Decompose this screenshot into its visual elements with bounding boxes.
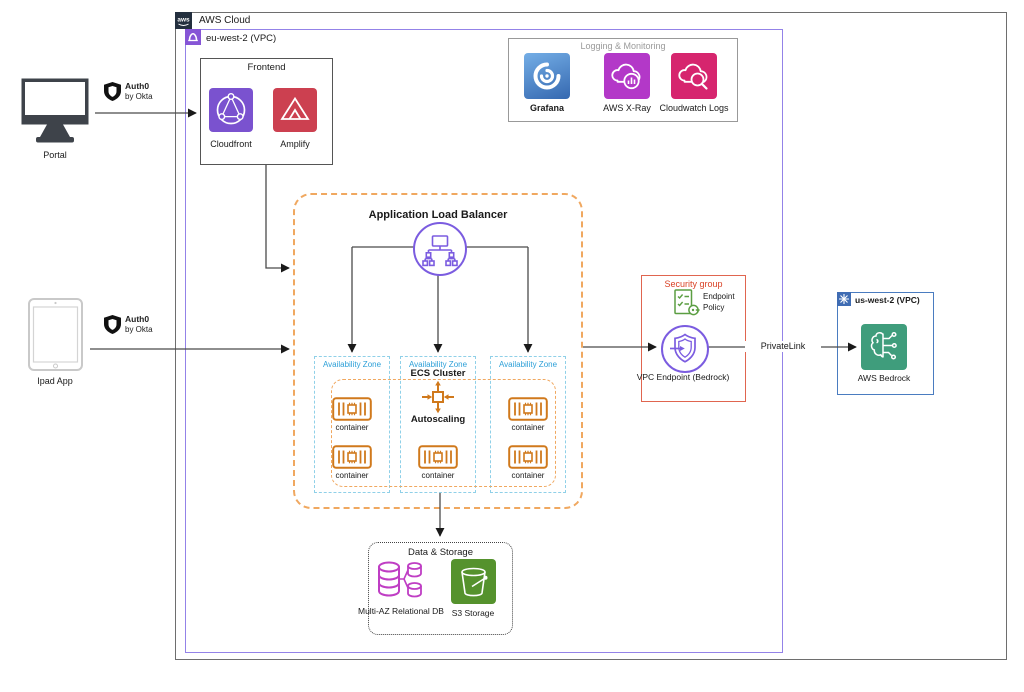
frontend-box <box>200 58 333 165</box>
autoscaling-icon <box>416 380 460 414</box>
az-label-2: Availability Zone <box>408 360 468 369</box>
ecs-cluster-box <box>331 379 556 487</box>
auth0-shield-icon <box>104 315 121 334</box>
cloudfront-icon <box>209 88 253 132</box>
database-icon <box>376 558 426 604</box>
container-label: container <box>335 471 369 480</box>
load-balancer-icon <box>413 222 467 276</box>
container-icon <box>418 445 458 469</box>
aws-logo-icon: aws <box>175 12 192 29</box>
alb-box <box>293 193 583 509</box>
s3-icon <box>451 559 496 604</box>
bedrock-icon <box>861 324 907 370</box>
container-icon <box>332 397 372 421</box>
vpc-us-box <box>837 292 934 395</box>
vpc-endpoint-icon <box>661 325 709 373</box>
ipad-label: Ipad App <box>37 376 73 386</box>
auth0-shield-icon <box>104 82 121 101</box>
logging-title: Logging & Monitoring <box>580 41 666 51</box>
container-icon <box>508 397 548 421</box>
xray-label: AWS X-Ray <box>603 103 651 113</box>
cloudwatch-logs-label: Cloudwatch Logs <box>659 103 729 113</box>
monitor-icon <box>20 77 90 145</box>
az-box-3 <box>490 356 566 493</box>
aws-logo-text: aws <box>177 17 190 24</box>
vpc-us-label: us-west-2 (VPC) <box>855 295 920 305</box>
security-group-title: Security group <box>664 279 723 289</box>
container-label: container <box>421 471 455 480</box>
security-group-box <box>641 275 746 402</box>
container-label: container <box>511 471 545 480</box>
az-box-2 <box>400 356 476 493</box>
vpc-endpoint-label: VPC Endpoint (Bedrock) <box>636 372 730 382</box>
az-label-3: Availability Zone <box>498 360 558 369</box>
az-label-1: Availability Zone <box>322 360 382 369</box>
cloudwatch-logs-icon <box>671 53 717 99</box>
auth0-byline: by Okta <box>125 324 153 334</box>
amplify-icon <box>273 88 317 132</box>
autoscaling-label: Autoscaling <box>410 414 466 425</box>
storage-box <box>368 542 513 635</box>
portal-label: Portal <box>43 150 67 160</box>
endpoint-policy-label: Endpoint Policy <box>703 292 735 312</box>
container-icon <box>332 445 372 469</box>
bedrock-label: AWS Bedrock <box>857 373 911 383</box>
endpoint-policy-icon <box>674 289 700 317</box>
grafana-label: Grafana <box>529 103 564 113</box>
xray-icon <box>604 53 650 99</box>
tablet-icon <box>28 298 83 371</box>
auth0-byline: by Okta <box>125 91 153 101</box>
database-label: Multi-AZ Relational DB <box>358 606 444 616</box>
vpc-eu-label: eu-west-2 (VPC) <box>206 33 277 44</box>
alb-title: Application Load Balancer <box>368 209 508 221</box>
s3-label: S3 Storage <box>451 608 495 618</box>
container-label: container <box>335 423 369 432</box>
aws-cloud-label: AWS Cloud <box>199 15 251 26</box>
privatelink-label: PrivateLink <box>745 341 821 352</box>
auth0-name: Auth0 <box>125 81 150 91</box>
ecs-cluster-title: ECS Cluster <box>410 368 466 379</box>
amplify-label: Amplify <box>280 139 310 149</box>
container-label: container <box>511 423 545 432</box>
vpc-icon <box>185 29 201 45</box>
az-box-1 <box>314 356 390 493</box>
grafana-icon <box>524 53 570 99</box>
container-icon <box>508 445 548 469</box>
auth0-logo: Auth0 by Okta <box>104 81 153 101</box>
logging-box <box>508 38 738 122</box>
storage-title: Data & Storage <box>408 547 473 558</box>
auth0-logo: Auth0 by Okta <box>104 314 153 334</box>
vpc-us-icon <box>837 292 851 306</box>
cloudfront-label: Cloudfront <box>210 139 252 149</box>
aws-cloud-box <box>175 12 1007 660</box>
auth0-name: Auth0 <box>125 314 150 324</box>
frontend-title: Frontend <box>247 62 286 73</box>
